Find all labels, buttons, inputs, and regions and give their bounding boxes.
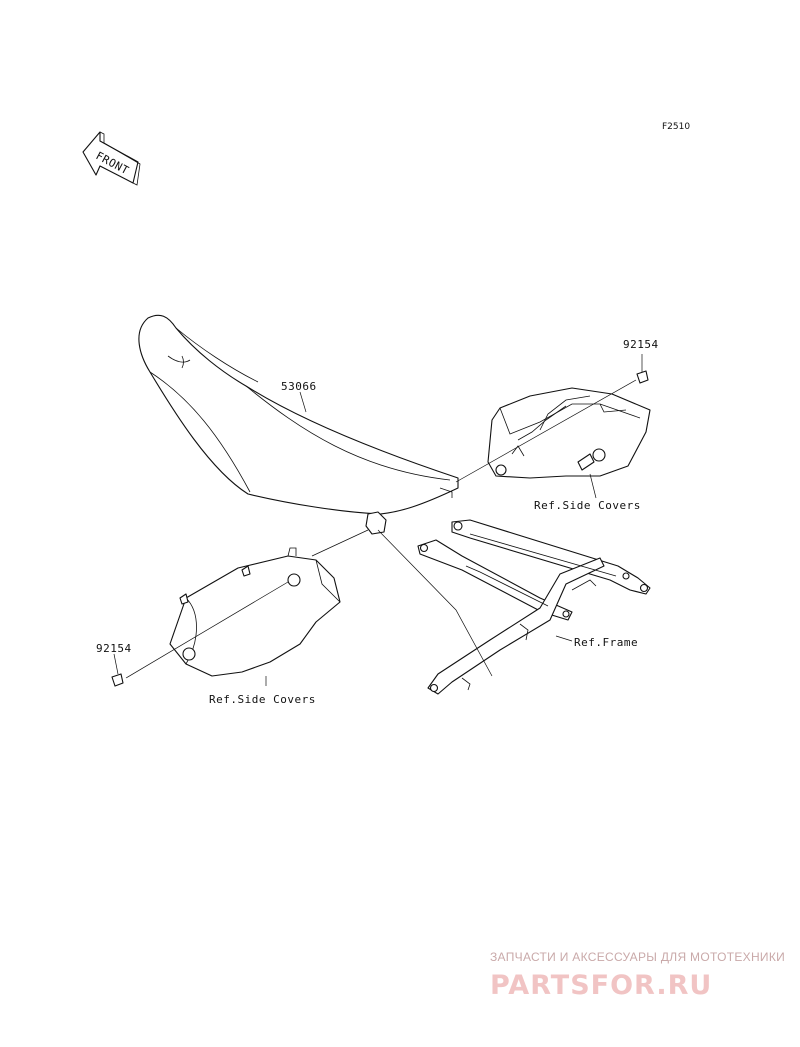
- frame-label: Ref.Frame: [574, 636, 638, 649]
- bolt-right-icon: [636, 370, 649, 384]
- figure-code: F2510: [662, 122, 690, 132]
- rear-frame: [417, 519, 651, 695]
- seat: [138, 314, 459, 535]
- watermark-brand-logo: PARTSFOR.RU: [490, 970, 712, 1001]
- watermark-tagline: ЗАПЧАСТИ И АКСЕССУАРЫ ДЛЯ МОТОТЕХНИКИ: [490, 950, 785, 964]
- side-covers-right-label: Ref.Side Covers: [534, 499, 641, 512]
- front-arrow-icon: FRONT: [82, 131, 141, 186]
- leader-lines: [113, 354, 643, 686]
- side-covers-left-label: Ref.Side Covers: [209, 693, 316, 706]
- bolt-left-part-number: 92154: [96, 642, 132, 655]
- side-cover-right: [487, 387, 651, 479]
- side-cover-left: [169, 547, 341, 677]
- bolt-left-icon: [111, 673, 124, 687]
- bolt-right-part-number: 92154: [623, 338, 659, 351]
- seat-part-number: 53066: [281, 380, 317, 393]
